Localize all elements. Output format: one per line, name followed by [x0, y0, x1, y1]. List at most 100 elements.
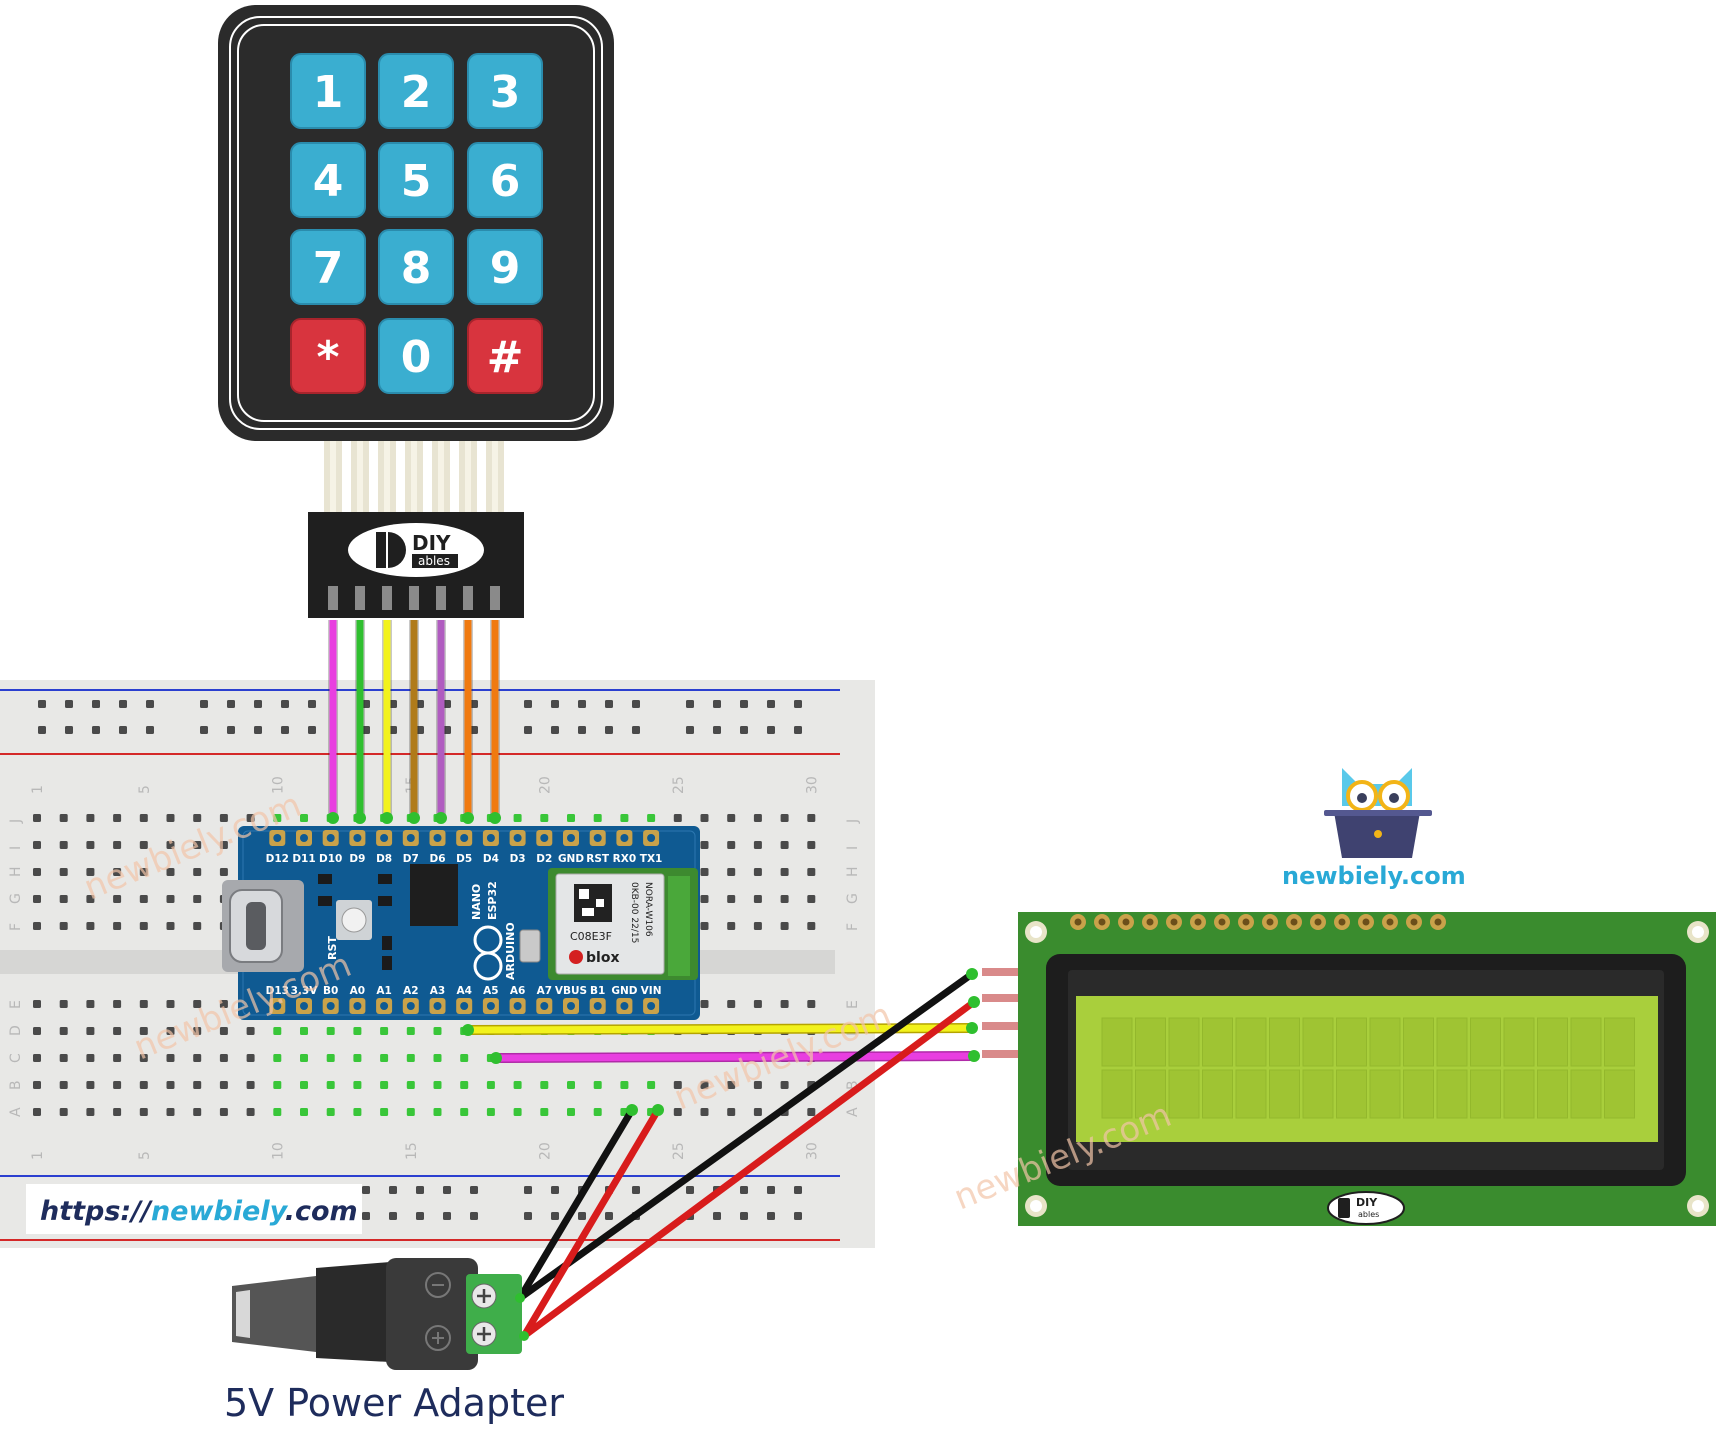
breadboard-hole [780, 814, 789, 822]
rail-hole [281, 700, 289, 708]
lcd-pin-hole [1242, 918, 1250, 926]
key-4[interactable]: 4 [290, 142, 366, 218]
rail-hole [551, 700, 559, 708]
svg-text:1: 1 [313, 67, 344, 118]
breadboard-hole [273, 814, 282, 822]
keypad-ribbon [324, 440, 504, 514]
breadboard-hole [300, 1027, 308, 1035]
key-2[interactable]: 2 [378, 53, 454, 129]
breadboard-hole [513, 1081, 522, 1089]
lcd-cell [1135, 1069, 1166, 1119]
breadboard-hole [33, 1054, 41, 1062]
key-9[interactable]: 9 [467, 229, 543, 305]
row-letter: C [8, 1053, 24, 1063]
lcd-16x2[interactable]: DIY ables [982, 912, 1716, 1226]
pin-label-top: D10 [319, 853, 342, 865]
rail-hole [92, 700, 100, 708]
breadboard-hole [780, 895, 789, 903]
breadboard-hole [700, 1081, 709, 1089]
pin-label-top: D5 [456, 853, 472, 865]
lcd-cell [1570, 1069, 1602, 1119]
key-1[interactable]: 1 [290, 53, 366, 129]
pin-label-bottom: VIN [641, 985, 662, 997]
breadboard-hole [273, 1027, 282, 1035]
power-jack[interactable] [232, 1258, 529, 1370]
pin-label-bottom: A1 [376, 985, 391, 997]
key-6[interactable]: 6 [467, 142, 543, 218]
breadboard-hole [380, 1108, 389, 1116]
breadboard-hole [647, 814, 656, 822]
rail-hole [308, 726, 316, 734]
breadboard-hole [193, 1027, 202, 1035]
breadboard-hole [380, 1027, 389, 1035]
board-pin-labels: D12D13D113.3VD10B0D9A0D8A1D7A2D6A3D5A4D4… [266, 853, 663, 997]
module-batch: 0KB-00 22/15 [629, 882, 639, 943]
breadboard-hole [807, 868, 816, 876]
rail-hole [713, 1212, 721, 1220]
rail-hole [551, 726, 559, 734]
rst-label: RST [326, 936, 339, 960]
breadboard-hole [727, 1108, 736, 1116]
lcd-pin-hole [1218, 918, 1226, 926]
key-7[interactable]: 7 [290, 229, 366, 305]
pin-label-top: TX1 [640, 853, 663, 865]
connector-pin [328, 586, 338, 610]
breadboard-hole [326, 1027, 335, 1035]
key-hash[interactable]: # [467, 318, 543, 394]
breadboard-hole [139, 895, 148, 903]
ribbon-strand-core [357, 440, 363, 514]
breadboard-hole [700, 1000, 709, 1008]
breadboard-hole [460, 1081, 469, 1089]
breadboard-hole [86, 814, 95, 822]
rail-hole [308, 700, 316, 708]
board-vertical-label: ESP32 [486, 881, 499, 920]
url-box[interactable]: https://newbiely.com [26, 1184, 362, 1234]
module-model: NORA-W106 [643, 882, 653, 937]
rail-hole [443, 1186, 451, 1194]
breadboard-hole [673, 1108, 682, 1116]
breadboard-hole [593, 1108, 602, 1116]
rail-hole [686, 726, 694, 734]
key-3[interactable]: 3 [467, 53, 543, 129]
breadboard-hole [59, 1000, 68, 1008]
breadboard-hole [166, 841, 175, 849]
lcd-cell [1403, 1069, 1434, 1119]
breadboard-hole [273, 1081, 282, 1089]
breadboard-hole [86, 895, 95, 903]
ribbon-strand-core [330, 440, 336, 514]
key-8[interactable]: 8 [378, 229, 454, 305]
breadboard-hole [647, 1081, 656, 1089]
connector-pin [382, 586, 392, 610]
breadboard-hole [753, 922, 762, 930]
pin-hole [380, 1002, 389, 1010]
connector-pin [463, 586, 473, 610]
usb-c-port [222, 880, 304, 972]
breadboard-hole [753, 895, 762, 903]
rail-hole [605, 726, 613, 734]
key-5[interactable]: 5 [378, 142, 454, 218]
board-pin-pads [269, 830, 660, 1014]
wire-end [462, 812, 474, 824]
column-number: 25 [671, 1142, 687, 1160]
breadboard-hole [193, 868, 202, 876]
pin-label-bottom: VBUS [555, 985, 587, 997]
pin-label-top: D4 [483, 853, 499, 865]
pin-label-bottom: A2 [403, 985, 418, 997]
breadboard-hole [59, 1108, 68, 1116]
rail-hole [38, 726, 46, 734]
mount-hole-inner [1692, 926, 1704, 938]
breadboard-hole [353, 1027, 362, 1035]
row-letter: F [8, 923, 24, 931]
key-star[interactable]: * [290, 318, 366, 394]
pin-label-bottom: B1 [590, 985, 605, 997]
reset-button[interactable] [336, 900, 372, 940]
breadboard-hole [753, 1000, 762, 1008]
rail-hole [416, 700, 424, 708]
rail-hole [524, 700, 532, 708]
rail-hole [713, 726, 721, 734]
key-0[interactable]: 0 [378, 318, 454, 394]
